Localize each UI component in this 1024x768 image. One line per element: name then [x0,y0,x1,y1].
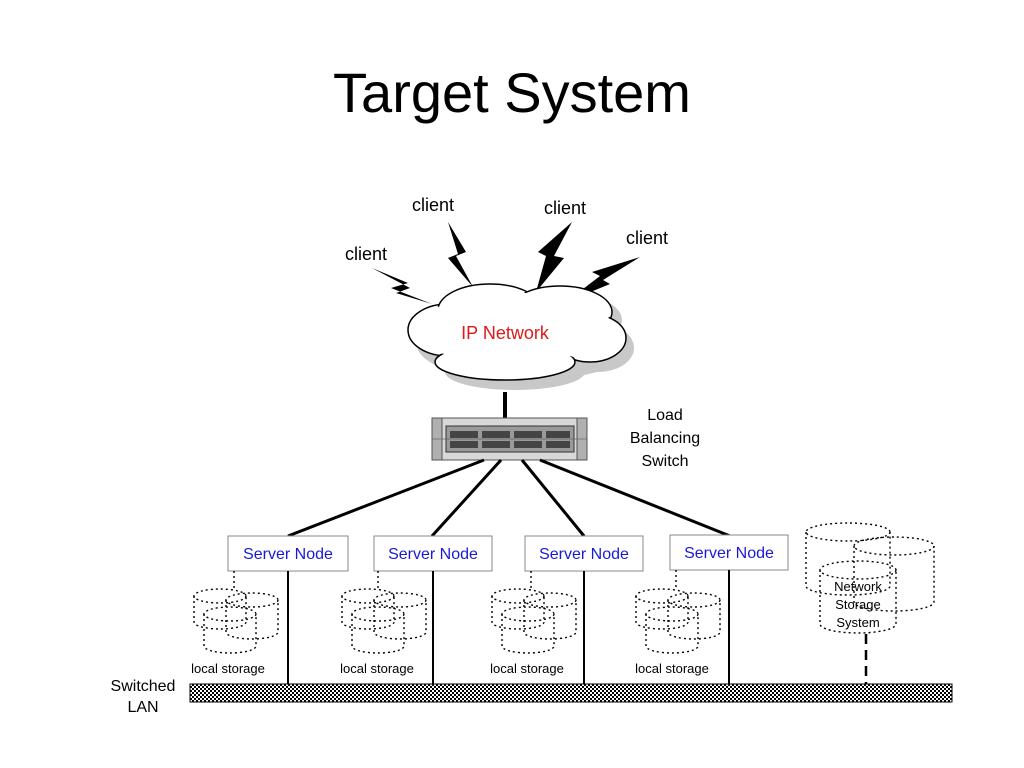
local-storage-label-1: local storage [191,661,265,676]
load-balancing-switch-device [431,417,588,461]
switch-to-node3-link [520,459,586,537]
server-node-2: Server Node [373,535,493,572]
network-storage-label-line2: Storage [835,597,881,612]
switch-to-node2-link [430,458,503,538]
server-node-label: Server Node [243,546,333,563]
local-storage-disks-1 [193,571,279,654]
switch-to-node4-link [539,458,731,538]
local-storage-label-3: local storage [490,661,564,676]
load-balancing-label-line2: Balancing [630,430,700,447]
client-label-4: client [626,228,668,248]
local-storage-disks-3 [491,571,577,654]
local-storage-label-4: local storage [635,661,709,676]
local-storage-disks-4 [635,570,721,654]
server-node-3: Server Node [524,535,644,572]
server-node-label: Server Node [539,546,629,563]
slide-title: Target System [333,61,691,124]
client-label-3: client [544,198,586,218]
network-storage-disks [805,522,935,634]
client-link-bolt-3 [536,222,572,292]
network-storage-label-line3: System [836,615,879,630]
server-node-1: Server Node [227,535,349,572]
client-link-bolt-2 [448,222,473,287]
client-link-bolt-1 [372,268,432,304]
client-label-1: client [345,244,387,264]
server-node-label: Server Node [684,545,774,562]
switched-lan-label-line1: Switched [111,678,176,695]
network-storage-label-line1: Network [834,579,882,594]
load-balancing-label-line3: Switch [641,453,688,470]
load-balancing-label-line1: Load [647,407,683,424]
server-node-label: Server Node [388,546,478,563]
switch-to-node1-link [287,458,485,538]
switched-lan-bus [189,683,953,703]
ip-network-label: IP Network [461,323,550,343]
local-storage-label-2: local storage [340,661,414,676]
client-label-2: client [412,195,454,215]
switched-lan-label-line2: LAN [127,699,158,716]
server-node-4: Server Node [669,534,789,571]
local-storage-disks-2 [341,571,427,654]
